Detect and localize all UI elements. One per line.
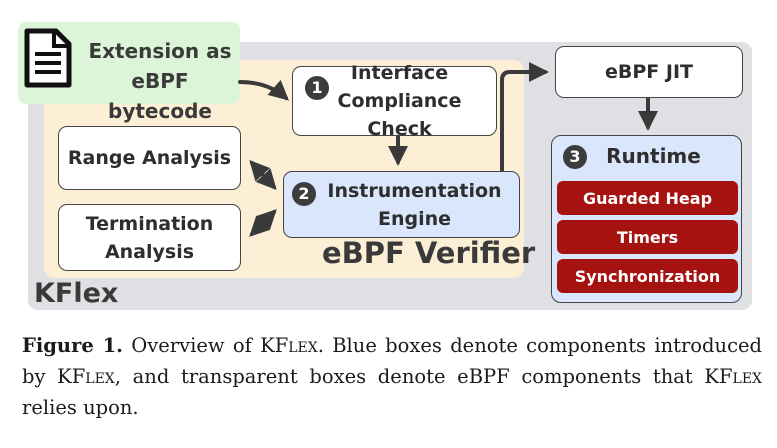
instrumentation-label-line2: Engine [377, 207, 452, 230]
figure-label: Figure 1. [22, 334, 123, 357]
termination-label-line2: Analysis [104, 240, 195, 263]
ebpf-verifier-label: eBPF Verifier [322, 236, 536, 270]
arrow-range-instrumentation [249, 160, 277, 190]
termination-label-line1: Termination [85, 212, 214, 235]
arrow-termination-instrumentation [249, 209, 277, 237]
range-analysis-label: Range Analysis [67, 147, 232, 169]
step-number-badge: 2 [292, 182, 316, 206]
runtime-label: Runtime [606, 144, 701, 168]
step-number-badge: 1 [305, 76, 329, 100]
figure-caption: Figure 1. Overview of KFlex. Blue boxes … [22, 334, 763, 419]
termination-analysis-box: Termination Analysis [58, 204, 241, 271]
arrow-extension-to-interface [238, 79, 289, 101]
range-analysis-box: Range Analysis [58, 126, 241, 190]
guarded-heap-item: Guarded Heap [557, 181, 738, 215]
extension-label: Extension as eBPF bytecode [88, 39, 232, 123]
instrumentation-engine-box: 2 Instrumentation Engine [283, 171, 520, 238]
document-icon [24, 28, 72, 88]
instrumentation-label-line1: Instrumentation [327, 179, 502, 202]
jit-label: eBPF JIT [605, 61, 693, 83]
interface-label-line1: Interface [350, 62, 449, 84]
kflex-label: KFlex [34, 278, 119, 309]
interface-compliance-check-box: 1 Interface Compliance Check [292, 62, 497, 140]
flow-arrows [238, 62, 658, 237]
arrow-instrumentation-to-jit [500, 62, 549, 172]
ebpf-jit-box: eBPF JIT [555, 46, 743, 98]
timers-item: Timers [557, 220, 738, 254]
synchronization-item: Synchronization [557, 259, 738, 293]
interface-label-line2: Compliance Check [337, 90, 462, 140]
step-number-badge: 3 [563, 145, 587, 169]
